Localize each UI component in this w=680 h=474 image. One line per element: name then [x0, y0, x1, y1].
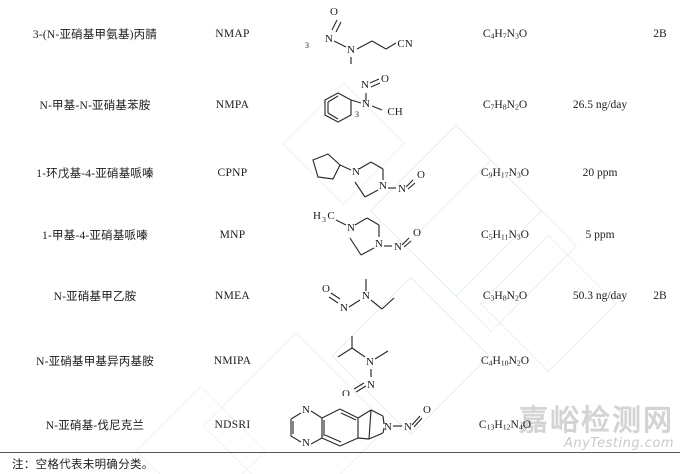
row-classification: 2B [653, 290, 667, 302]
formula-text: C5H11N3O [481, 228, 529, 242]
row-formula: C3H8N2O [450, 266, 560, 326]
row-abbreviation: NMIPA [213, 355, 252, 367]
row-classification: 2B [653, 28, 667, 40]
svg-text:3: 3 [322, 215, 326, 224]
formula-text: C3H8N2O [482, 289, 528, 303]
row-formula: C4H10N2O [450, 326, 560, 396]
svg-text:N: N [375, 238, 383, 250]
svg-text:N: N [325, 33, 333, 45]
row-structure: O N N CH CN [275, 0, 450, 68]
table-row: 1-环戊基-4-亚硝基哌嗪 CPNP N N N [0, 142, 680, 204]
formula-text: C9H17N3O [480, 166, 530, 180]
nitrosamine-table: 3-(N-亚硝基甲氨基)丙腈 NMAP O N N CH [0, 0, 680, 454]
svg-text:N: N [398, 183, 406, 195]
row-classification [640, 396, 680, 454]
row-limit [560, 326, 640, 396]
row-abbreviation: NMEA [214, 290, 251, 302]
svg-text:CN: CN [397, 38, 412, 50]
svg-text:N: N [366, 356, 374, 368]
row-limit [560, 0, 640, 68]
svg-text:N: N [347, 222, 355, 234]
row-abbreviation: CPNP [217, 167, 248, 179]
table-note: 注：空格代表未明确分类。 [12, 459, 154, 471]
formula-text: C4H10N2O [480, 354, 530, 368]
table-row: N-亚硝基-伐尼克兰 NDSRI N N [0, 396, 680, 454]
row-limit: 26.5 ng/day [572, 99, 628, 111]
svg-text:H: H [313, 210, 321, 222]
row-classification [640, 326, 680, 396]
row-classification [640, 142, 680, 204]
row-name: 1-甲基-4-亚硝基哌嗪 [42, 230, 148, 242]
svg-text:N: N [367, 379, 375, 391]
svg-text:O: O [417, 169, 425, 181]
row-name: N-亚硝基甲乙胺 [53, 291, 137, 303]
row-structure: N N N O [275, 142, 450, 204]
row-classification [640, 68, 680, 142]
row-abbreviation: NMAP [215, 28, 250, 40]
svg-text:N: N [394, 241, 402, 253]
row-name: 1-环戊基-4-亚硝基哌嗪 [36, 168, 154, 180]
row-limit [560, 396, 640, 454]
row-formula: C9H17N3O [450, 142, 560, 204]
row-name: N-亚硝基-伐尼克兰 [45, 420, 145, 432]
row-structure: H 3 C N N N [275, 204, 450, 266]
svg-text:CH: CH [387, 106, 402, 118]
svg-text:N: N [352, 166, 360, 178]
nmap-structure: O N N CH CN [325, 6, 412, 64]
svg-text:N: N [384, 421, 392, 433]
svg-text:O: O [413, 227, 421, 239]
row-limit: 50.3 ng/day [572, 290, 628, 302]
row-limit: 20 ppm [582, 167, 618, 179]
row-formula: C13H12N4O [450, 396, 560, 454]
table-row: 3-(N-亚硝基甲氨基)丙腈 NMAP O N N CH [0, 0, 680, 68]
ndsri-structure: N N [289, 404, 431, 449]
nmpa-structure: N N O CH [323, 73, 402, 123]
row-structure: N N [275, 396, 450, 454]
svg-text:N: N [361, 79, 369, 91]
svg-text:N: N [362, 98, 370, 110]
row-classification [640, 204, 680, 266]
formula-text: C4H7N3O [482, 27, 528, 41]
row-abbreviation: MNP [219, 229, 246, 241]
row-structure: N N O CH [275, 68, 450, 142]
cpnp-structure: N N N O [312, 153, 425, 198]
svg-text:O: O [322, 283, 330, 295]
table-row: N-亚硝基甲基异丙基胺 NMIPA N N O [0, 326, 680, 396]
svg-text:C: C [327, 210, 334, 222]
table-row: 1-甲基-4-亚硝基哌嗪 MNP H 3 C N N [0, 204, 680, 266]
svg-text:O: O [423, 404, 431, 416]
row-formula: C7H8N2O [450, 68, 560, 142]
svg-text:N: N [340, 302, 348, 314]
row-structure: N N O [275, 326, 450, 396]
row-name: 3-(N-亚硝基甲氨基)丙腈 [32, 29, 158, 41]
svg-text:N: N [379, 180, 387, 192]
row-formula: C4H7N3O [450, 0, 560, 68]
row-abbreviation: NMPA [215, 99, 250, 111]
svg-text:O: O [342, 388, 350, 396]
nmea-structure: O N N [322, 279, 394, 314]
row-abbreviation: NDSRI [214, 419, 251, 431]
row-structure: O N N [275, 266, 450, 326]
table-row: N-甲基-N-亚硝基苯胺 NMPA N N O [0, 68, 680, 142]
row-name: N-亚硝基甲基异丙基胺 [36, 356, 154, 368]
table-row: N-亚硝基甲乙胺 NMEA O N N [0, 266, 680, 326]
svg-text:N: N [362, 290, 370, 302]
svg-text:N: N [347, 44, 355, 56]
formula-text: C7H8N2O [482, 98, 528, 112]
formula-text: C13H12N4O [478, 418, 532, 432]
nmipa-structure: N N O [337, 336, 388, 396]
svg-text:N: N [302, 404, 310, 416]
mnp-structure: H 3 C N N N [313, 210, 421, 256]
svg-text:N: N [404, 421, 412, 433]
row-limit: 5 ppm [585, 229, 615, 241]
svg-text:O: O [381, 73, 389, 85]
row-name: N-甲基-N-亚硝基苯胺 [39, 100, 151, 112]
row-formula: C5H11N3O [450, 204, 560, 266]
svg-text:O: O [330, 6, 338, 18]
table-bottom-border [0, 452, 680, 453]
svg-text:N: N [302, 437, 310, 449]
